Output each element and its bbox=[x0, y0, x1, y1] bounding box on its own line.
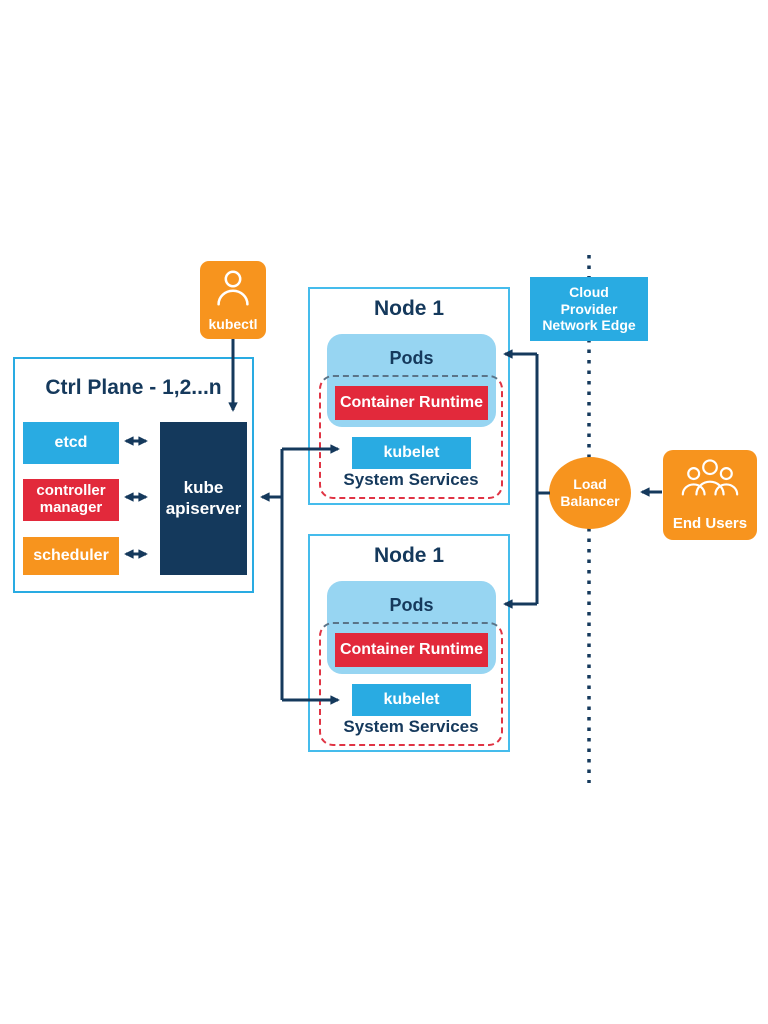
system-services-label: System Services bbox=[343, 470, 479, 489]
kubectl-box: kubectl bbox=[200, 261, 266, 339]
control-plane-box: Ctrl Plane - 1,2...n etcd controller man… bbox=[13, 357, 254, 593]
load-balancer-line2: Balancer bbox=[560, 493, 620, 509]
container-runtime-box: Container Runtime bbox=[335, 633, 488, 667]
load-balancer-line1: Load bbox=[573, 475, 607, 492]
end-users-label: End Users bbox=[672, 515, 748, 532]
kubelet-box: kubelet bbox=[352, 437, 471, 469]
etcd-box: etcd bbox=[23, 422, 119, 464]
cloud-provider-network-edge-box: Cloud Provider Network Edge bbox=[530, 277, 648, 341]
users-group-icon bbox=[681, 458, 739, 505]
kubectl-label: kubectl bbox=[208, 316, 258, 332]
kubelet-box: kubelet bbox=[352, 684, 471, 716]
scheduler-box: scheduler bbox=[23, 537, 119, 575]
controller-manager-box: controller manager bbox=[23, 479, 119, 521]
kube-apiserver-box: kube apiserver bbox=[160, 422, 247, 575]
node-box-top: Node 1 Pods Container Runtime kubelet Sy… bbox=[308, 287, 510, 505]
system-services-dashed-boundary bbox=[319, 622, 503, 746]
cloud-edge-line2: Provider bbox=[560, 300, 618, 317]
node-title: Node 1 bbox=[373, 544, 444, 567]
kube-apiserver-label: kube apiserver bbox=[165, 478, 242, 518]
system-services-dashed-boundary bbox=[319, 375, 503, 499]
pods-label: Pods bbox=[389, 348, 434, 368]
control-plane-title: Ctrl Plane - 1,2...n bbox=[45, 376, 222, 399]
controller-manager-label: controller manager bbox=[36, 482, 106, 516]
cloud-edge-line1: Cloud bbox=[569, 283, 609, 300]
node-box-bottom: Node 1 Pods Container Runtime kubelet Sy… bbox=[308, 534, 510, 752]
system-services-label: System Services bbox=[343, 717, 479, 736]
load-balancer-circle: Load Balancer bbox=[549, 457, 631, 529]
cloud-edge-line3: Network Edge bbox=[542, 317, 636, 334]
person-icon bbox=[215, 268, 251, 313]
end-users-box: End Users bbox=[663, 450, 757, 540]
node-title: Node 1 bbox=[373, 297, 444, 320]
container-runtime-box: Container Runtime bbox=[335, 386, 488, 420]
pods-label: Pods bbox=[389, 595, 434, 615]
